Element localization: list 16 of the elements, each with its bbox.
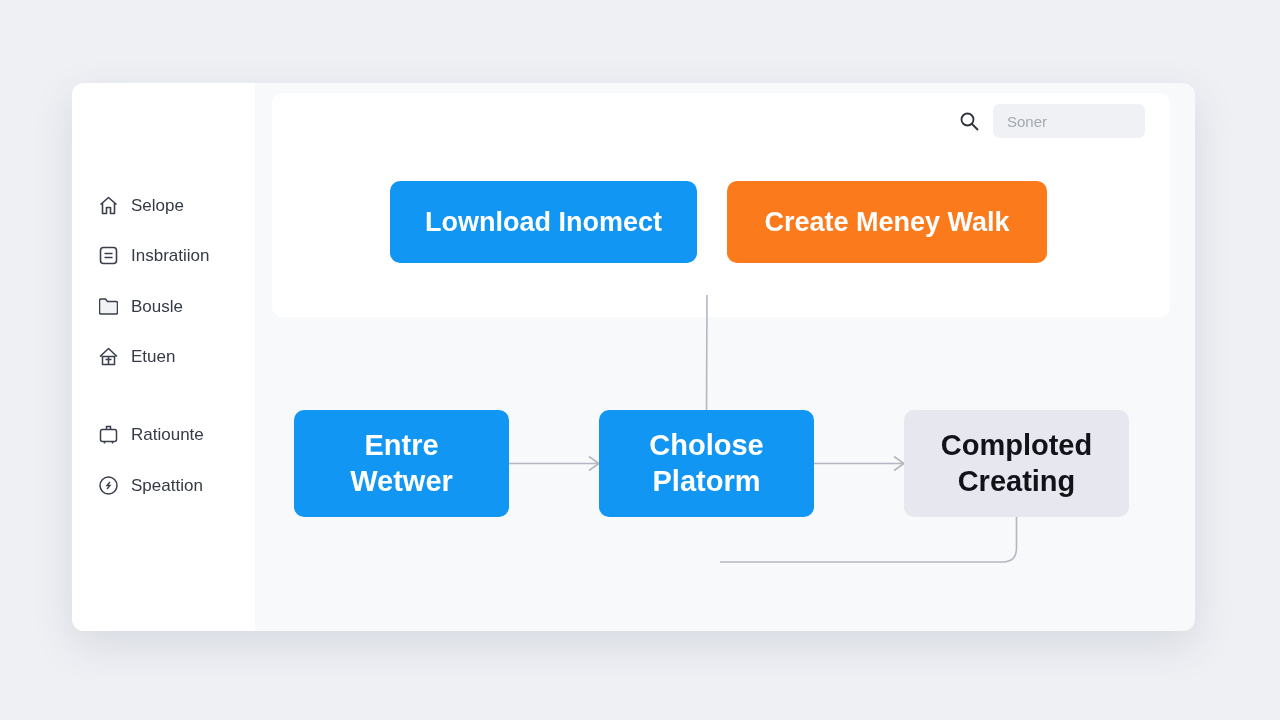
- connector-line: [719, 516, 1018, 563]
- process-box: Create Meney Walk: [727, 181, 1047, 263]
- menu-item: Selope: [131, 196, 184, 216]
- menu-item: Etuen: [131, 347, 176, 367]
- process-box: Comploted Creating: [904, 410, 1129, 517]
- menu-item: Insbratiion: [131, 246, 210, 266]
- arrow: [508, 455, 600, 472]
- arrow: [813, 455, 905, 472]
- search-field: Soner: [993, 104, 1145, 138]
- menu-item: Speattion: [131, 476, 203, 496]
- connector-line: [705, 294, 708, 411]
- process-box: Cholose Platorm: [599, 410, 814, 517]
- process-box: Lownload Inomect: [390, 181, 697, 263]
- process-box: Entre Wetwer: [294, 410, 509, 517]
- menu-item: Bousle: [131, 297, 183, 317]
- menu-item: Ratiounte: [131, 425, 204, 445]
